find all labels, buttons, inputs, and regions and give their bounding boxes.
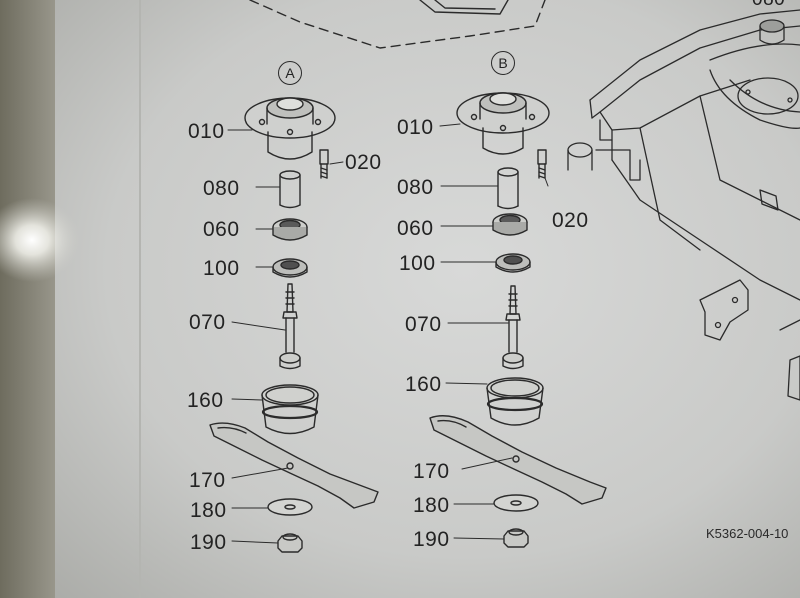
assembly-b-label-060: 060 (397, 217, 434, 240)
assembly-a-label-160: 160 (187, 389, 224, 412)
assembly-a-bearing-060 (272, 218, 308, 241)
assembly-b-label-020: 020 (552, 209, 589, 232)
assembly-a-marker: A (278, 61, 302, 85)
assembly-a-spacer-080 (279, 170, 301, 209)
assembly-b-bearing-060 (492, 213, 528, 236)
assembly-b-blade-170 (429, 415, 607, 505)
assembly-a-shaft-070 (279, 283, 301, 370)
assembly-b-washer-180 (493, 494, 539, 512)
assembly-b-leader-lines (439, 123, 549, 540)
paper-sheet (55, 0, 800, 598)
assembly-b-label-170: 170 (413, 460, 450, 483)
assembly-b-spacer-080 (497, 167, 519, 210)
assembly-a-bolt-020 (319, 149, 329, 179)
assembly-b-cup-160 (486, 377, 544, 426)
assembly-b-label-080: 080 (397, 176, 434, 199)
assembly-b-nut-190 (503, 528, 529, 548)
assembly-a-nut-190 (277, 533, 303, 553)
assembly-b-label-100: 100 (399, 252, 436, 275)
assembly-a-label-060: 060 (203, 218, 240, 241)
assembly-a-leader-lines (227, 129, 344, 544)
light-glare (0, 198, 80, 282)
assembly-b-bolt-020 (537, 149, 547, 179)
assembly-a-label-190: 190 (190, 531, 227, 554)
assembly-b-marker: B (491, 51, 515, 75)
top-right-part-label: 080 (752, 0, 785, 9)
assembly-a-label-100: 100 (203, 257, 240, 280)
left-page-edge (0, 0, 60, 598)
assembly-a-seal-100 (272, 258, 308, 278)
document-id: K5362-004-10 (706, 526, 789, 541)
assembly-a-label-020: 020 (345, 151, 382, 174)
assembly-a-label-170: 170 (189, 469, 226, 492)
assembly-b-label-160: 160 (405, 373, 442, 396)
assembly-b-label-010: 010 (397, 116, 434, 139)
mower-deck-partial (567, 9, 800, 401)
assembly-b-seal-100 (495, 253, 531, 273)
assembly-a-label-070: 070 (189, 311, 226, 334)
top-partial-outline (249, 0, 546, 49)
assembly-a-cup-160 (261, 384, 319, 435)
assembly-a-washer-180 (267, 498, 313, 516)
assembly-b-label-070: 070 (405, 313, 442, 336)
assembly-a-label-180: 180 (190, 499, 227, 522)
assembly-a-housing-010 (244, 97, 336, 160)
assembly-b-label-180: 180 (413, 494, 450, 517)
assembly-b-label-190: 190 (413, 528, 450, 551)
assembly-a-label-080: 080 (203, 177, 240, 200)
assembly-a-label-010: 010 (188, 120, 225, 143)
assembly-a-blade-170 (209, 422, 379, 509)
assembly-b-housing-010 (456, 92, 550, 155)
assembly-b-shaft-070 (502, 285, 524, 370)
